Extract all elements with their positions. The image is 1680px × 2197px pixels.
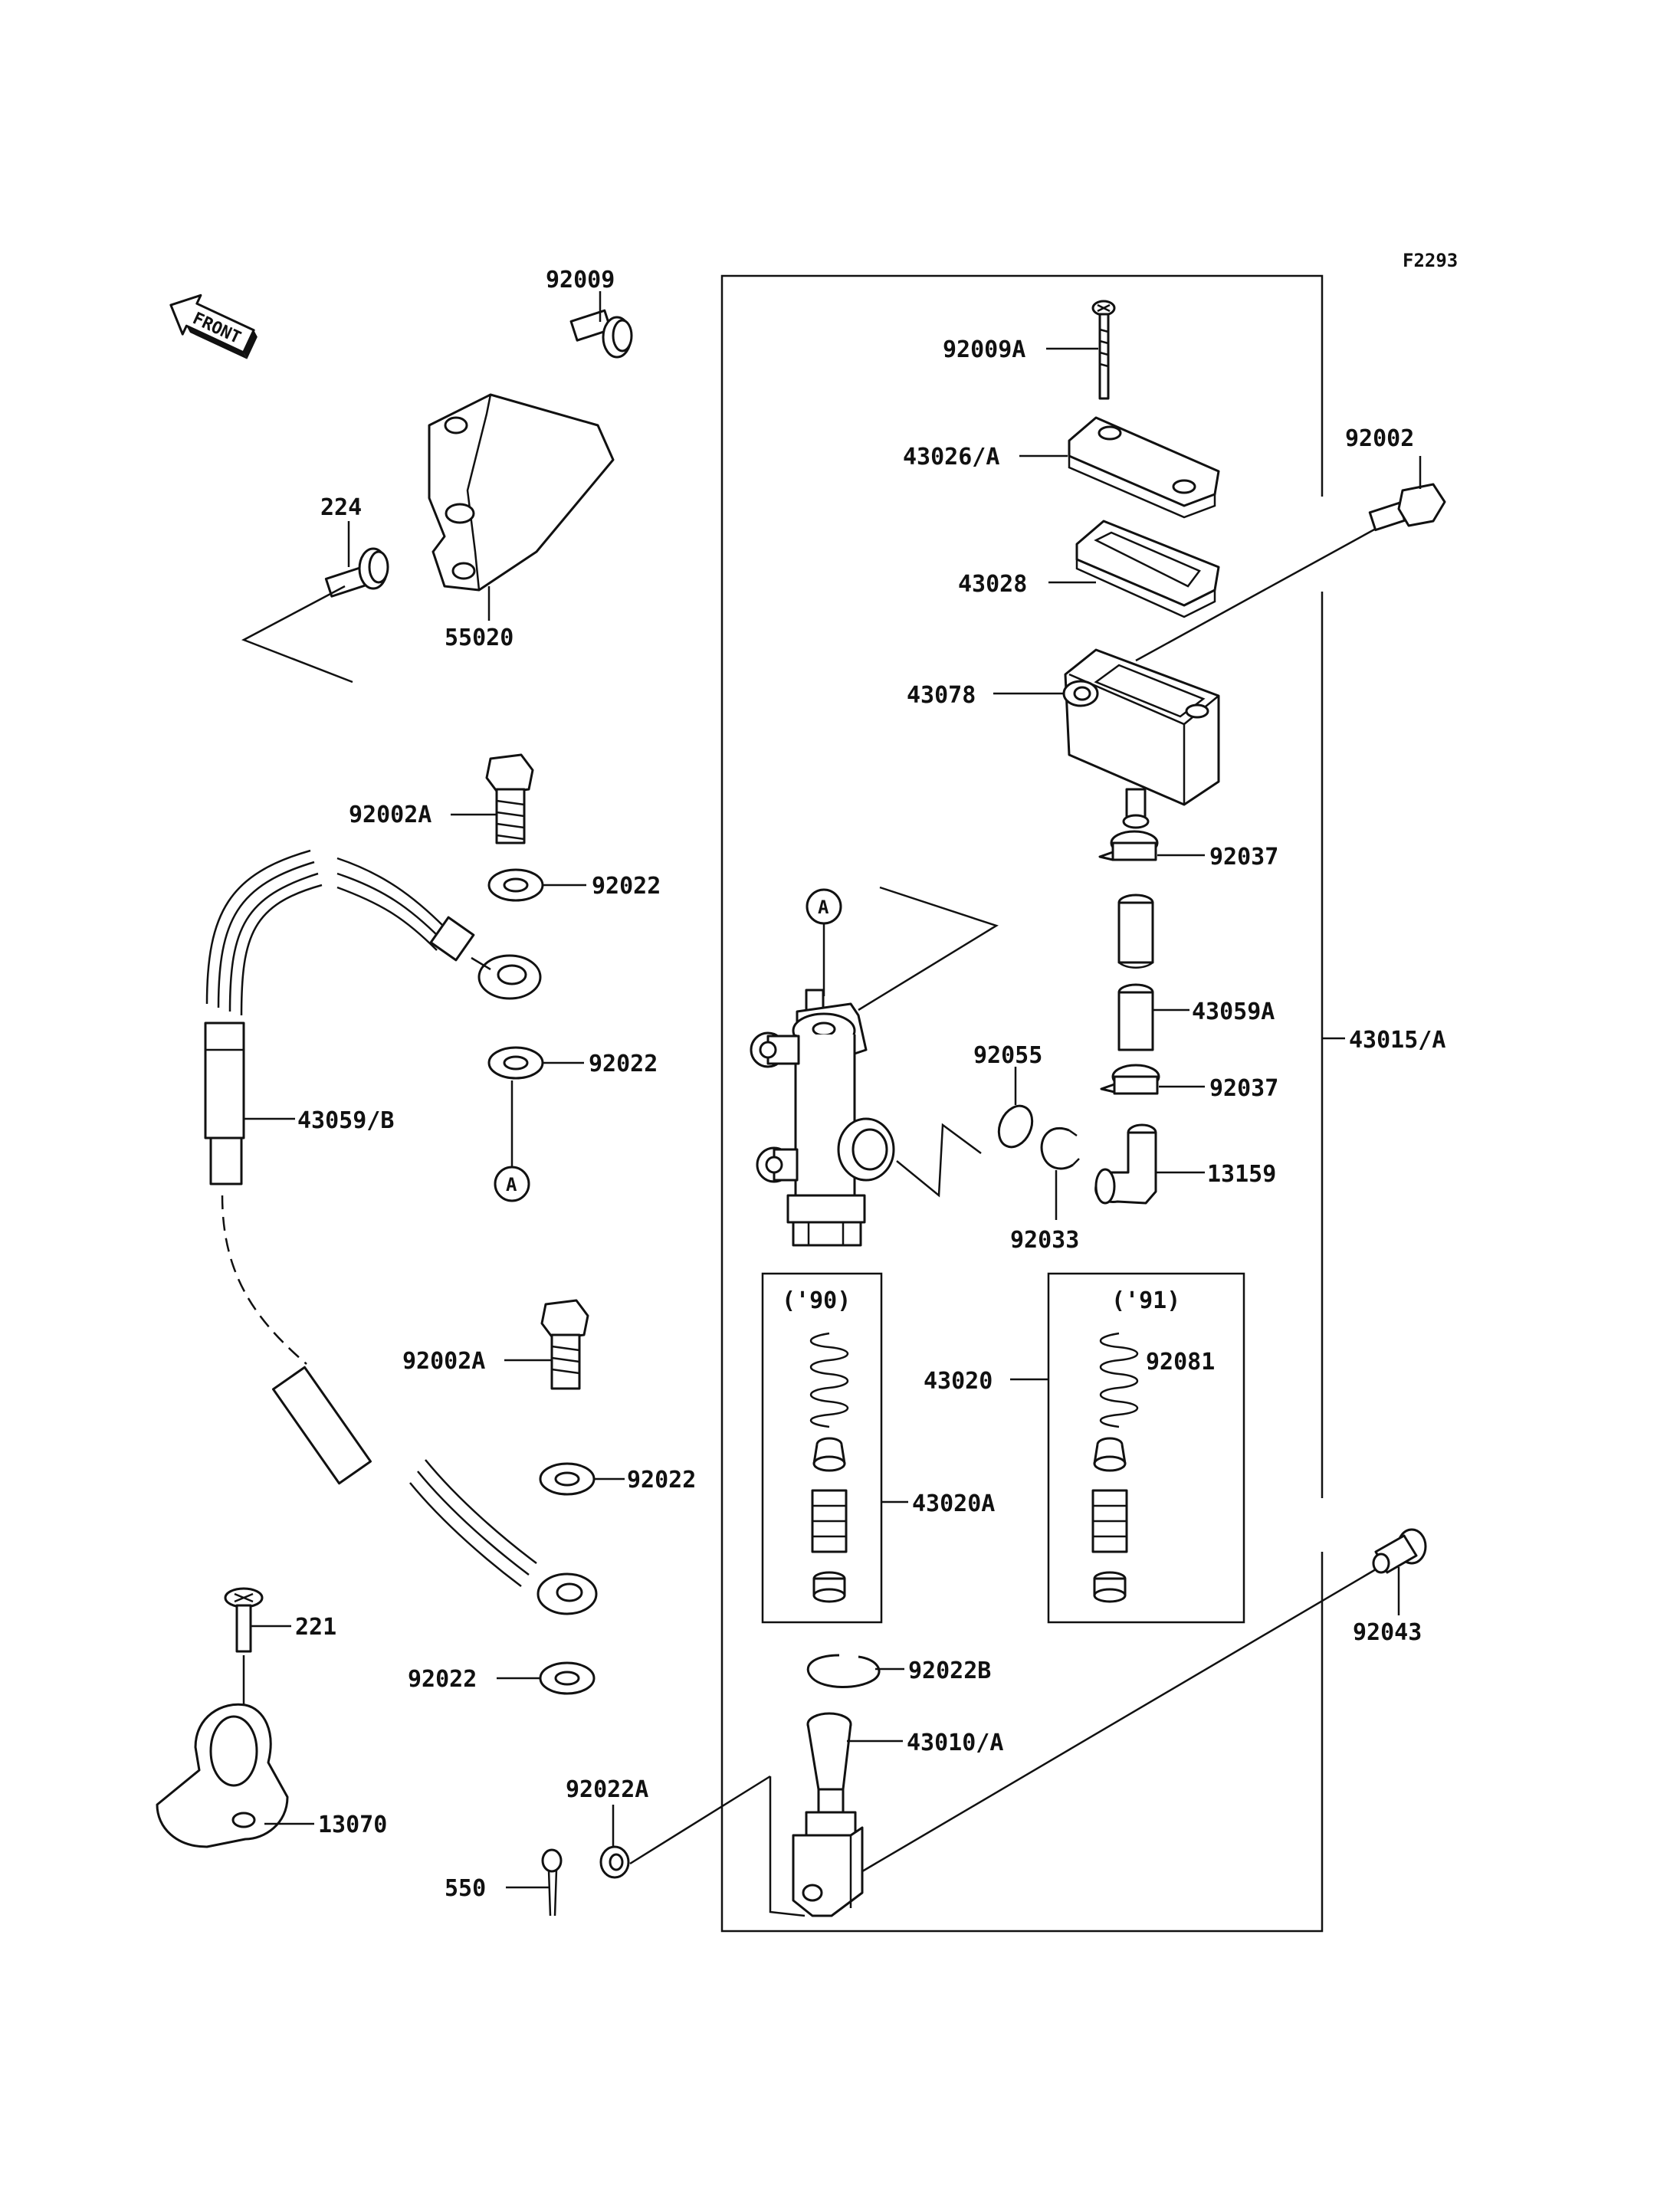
- piston-cup-90-icon: [812, 1437, 846, 1472]
- spring-90-icon: [810, 1332, 848, 1428]
- cotter-pin-550-icon: [541, 1848, 563, 1917]
- diaphragm-43028-icon: [1075, 520, 1220, 618]
- label-13070: 13070: [318, 1812, 387, 1838]
- label-43015A: 43015/A: [1349, 1027, 1445, 1054]
- piston-91-icon: [1091, 1489, 1128, 1553]
- elbow-fitting-13159-icon: [1094, 1123, 1157, 1205]
- reservoir-hose-icon: [1117, 894, 1154, 969]
- bolt-92009-icon: [569, 309, 633, 359]
- label-92033: 92033: [1010, 1227, 1079, 1254]
- label-92002A-top: 92002A: [349, 802, 431, 828]
- hose-clip-92037-1-icon: [1098, 830, 1159, 861]
- piston-90-icon: [811, 1489, 848, 1553]
- seal-91-icon: [1093, 1571, 1127, 1603]
- label-43078: 43078: [907, 682, 976, 709]
- label-92002A-mid: 92002A: [402, 1348, 485, 1375]
- label-43010A: 43010/A: [907, 1730, 1003, 1756]
- master-cylinder-body-icon: A: [750, 886, 999, 1247]
- label-550: 550: [445, 1875, 486, 1902]
- label-92002: 92002: [1345, 425, 1414, 452]
- label-92081: 92081: [1146, 1349, 1215, 1376]
- label-92022-1: 92022: [592, 873, 661, 900]
- screw-92009A-icon: [1091, 300, 1116, 400]
- bolt-92002-icon: [1368, 483, 1446, 532]
- bracket-55020-icon: [428, 393, 615, 592]
- label-43026A: 43026/A: [903, 444, 999, 471]
- piston-cup-91-icon: [1093, 1437, 1127, 1472]
- hose-clip-92037-2-icon: [1100, 1064, 1160, 1095]
- bolt-224-icon: [324, 547, 389, 598]
- label-92055: 92055: [973, 1042, 1042, 1069]
- screw-221-icon: [224, 1587, 264, 1653]
- variant-91-label: ('91): [1111, 1287, 1180, 1314]
- label-92043: 92043: [1353, 1619, 1422, 1646]
- label-92022-3: 92022: [627, 1467, 696, 1494]
- svg-text:A: A: [506, 1174, 517, 1195]
- hose-43059A-icon: [1117, 983, 1154, 1051]
- label-92022-4: 92022: [408, 1666, 477, 1693]
- label-92009: 92009: [546, 267, 615, 293]
- label-43028: 43028: [958, 571, 1027, 598]
- variant-91-box: [1047, 1272, 1245, 1624]
- label-13159: 13159: [1207, 1161, 1276, 1188]
- washer-92022-2-icon: [487, 1046, 544, 1080]
- front-arrow-icon: FRONT: [169, 293, 258, 359]
- label-43059A: 43059A: [1192, 998, 1275, 1025]
- circlip-92022B-icon: [806, 1654, 881, 1688]
- variant-90-box: [761, 1272, 883, 1624]
- svg-text:A: A: [818, 897, 829, 918]
- washer-92022-3-icon: [539, 1462, 596, 1496]
- reservoir-cap-43026A-icon: [1068, 416, 1220, 519]
- label-92037-1: 92037: [1209, 844, 1278, 871]
- label-43020A: 43020A: [912, 1490, 995, 1517]
- label-92022A: 92022A: [566, 1776, 648, 1803]
- washer-92022A-icon: [599, 1845, 630, 1879]
- brake-hose-43059B-icon: [204, 849, 598, 1615]
- label-43020: 43020: [924, 1368, 993, 1395]
- label-92037-2: 92037: [1209, 1075, 1278, 1102]
- seal-90-icon: [812, 1571, 846, 1603]
- label-224: 224: [320, 494, 362, 521]
- washer-92022-4-icon: [539, 1661, 596, 1695]
- reservoir-43078-icon: [1062, 648, 1220, 829]
- marker-A-left: A: [494, 1166, 530, 1202]
- push-rod-43010A-icon: [792, 1712, 864, 1917]
- label-55020: 55020: [445, 625, 514, 651]
- circlip-92033-icon: [1040, 1126, 1080, 1170]
- figure-code: F2293: [1403, 250, 1458, 271]
- label-92009A: 92009A: [943, 336, 1025, 363]
- clevis-pin-92043-icon: [1372, 1528, 1427, 1574]
- banjo-bolt-92002A-mid-icon: [540, 1299, 589, 1390]
- label-43059B: 43059/B: [297, 1107, 394, 1134]
- label-92022-2: 92022: [589, 1051, 658, 1077]
- o-ring-92055-icon: [997, 1104, 1034, 1149]
- banjo-bolt-92002A-top-icon: [485, 753, 534, 844]
- label-92022B: 92022B: [908, 1658, 991, 1684]
- variant-90-label: ('90): [782, 1287, 851, 1314]
- washer-92022-1-icon: [487, 868, 544, 902]
- hose-clamp-13070-icon: [156, 1703, 289, 1848]
- spring-92081-icon: [1100, 1332, 1138, 1428]
- label-221: 221: [295, 1614, 336, 1641]
